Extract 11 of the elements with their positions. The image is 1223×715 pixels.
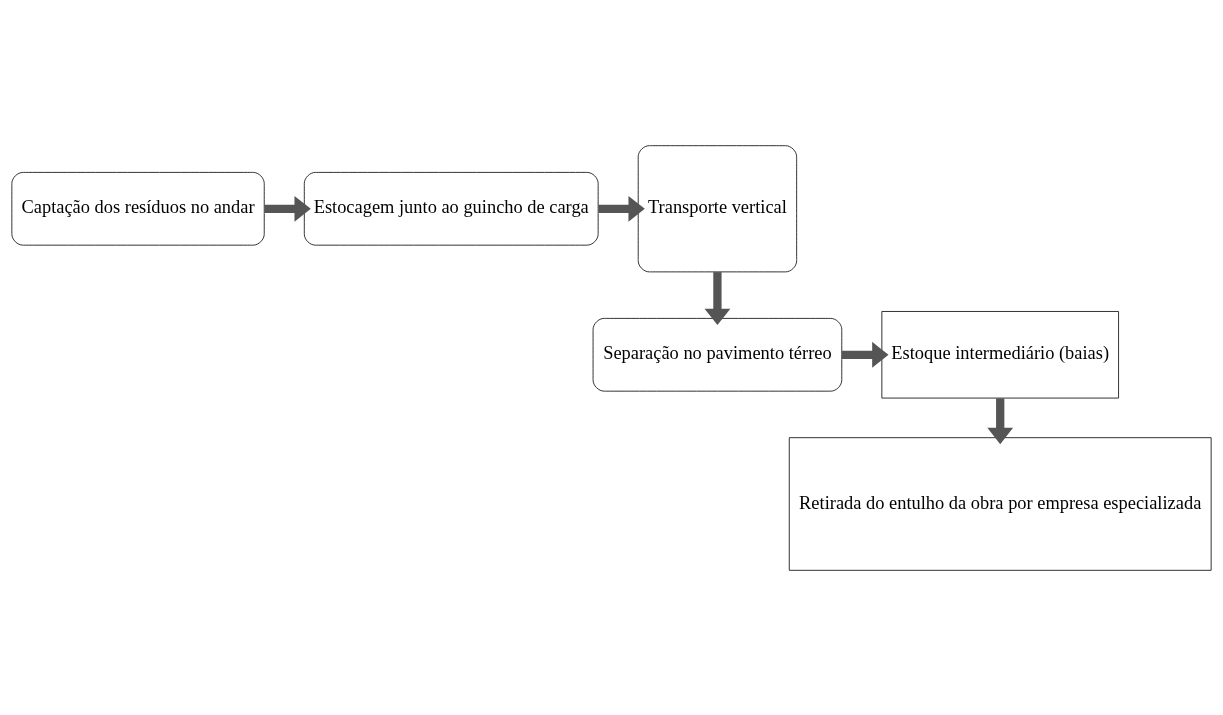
arrow	[264, 195, 311, 222]
node-box: Captação dos resíduos no andar	[11, 171, 265, 246]
arrow	[987, 397, 1014, 444]
node-box: Retirada do entulho da obra por empresa especializada	[788, 436, 1212, 571]
arrow	[704, 271, 731, 325]
node-box: Estocagem junto ao guincho de carga	[303, 171, 599, 246]
node-box: Transporte vertical	[637, 144, 798, 272]
node-box: Estoque intermediário (baias)	[881, 310, 1120, 399]
arrow	[598, 195, 645, 222]
arrow	[841, 341, 889, 368]
node-box: Separação no pavimento térreo	[592, 317, 843, 392]
